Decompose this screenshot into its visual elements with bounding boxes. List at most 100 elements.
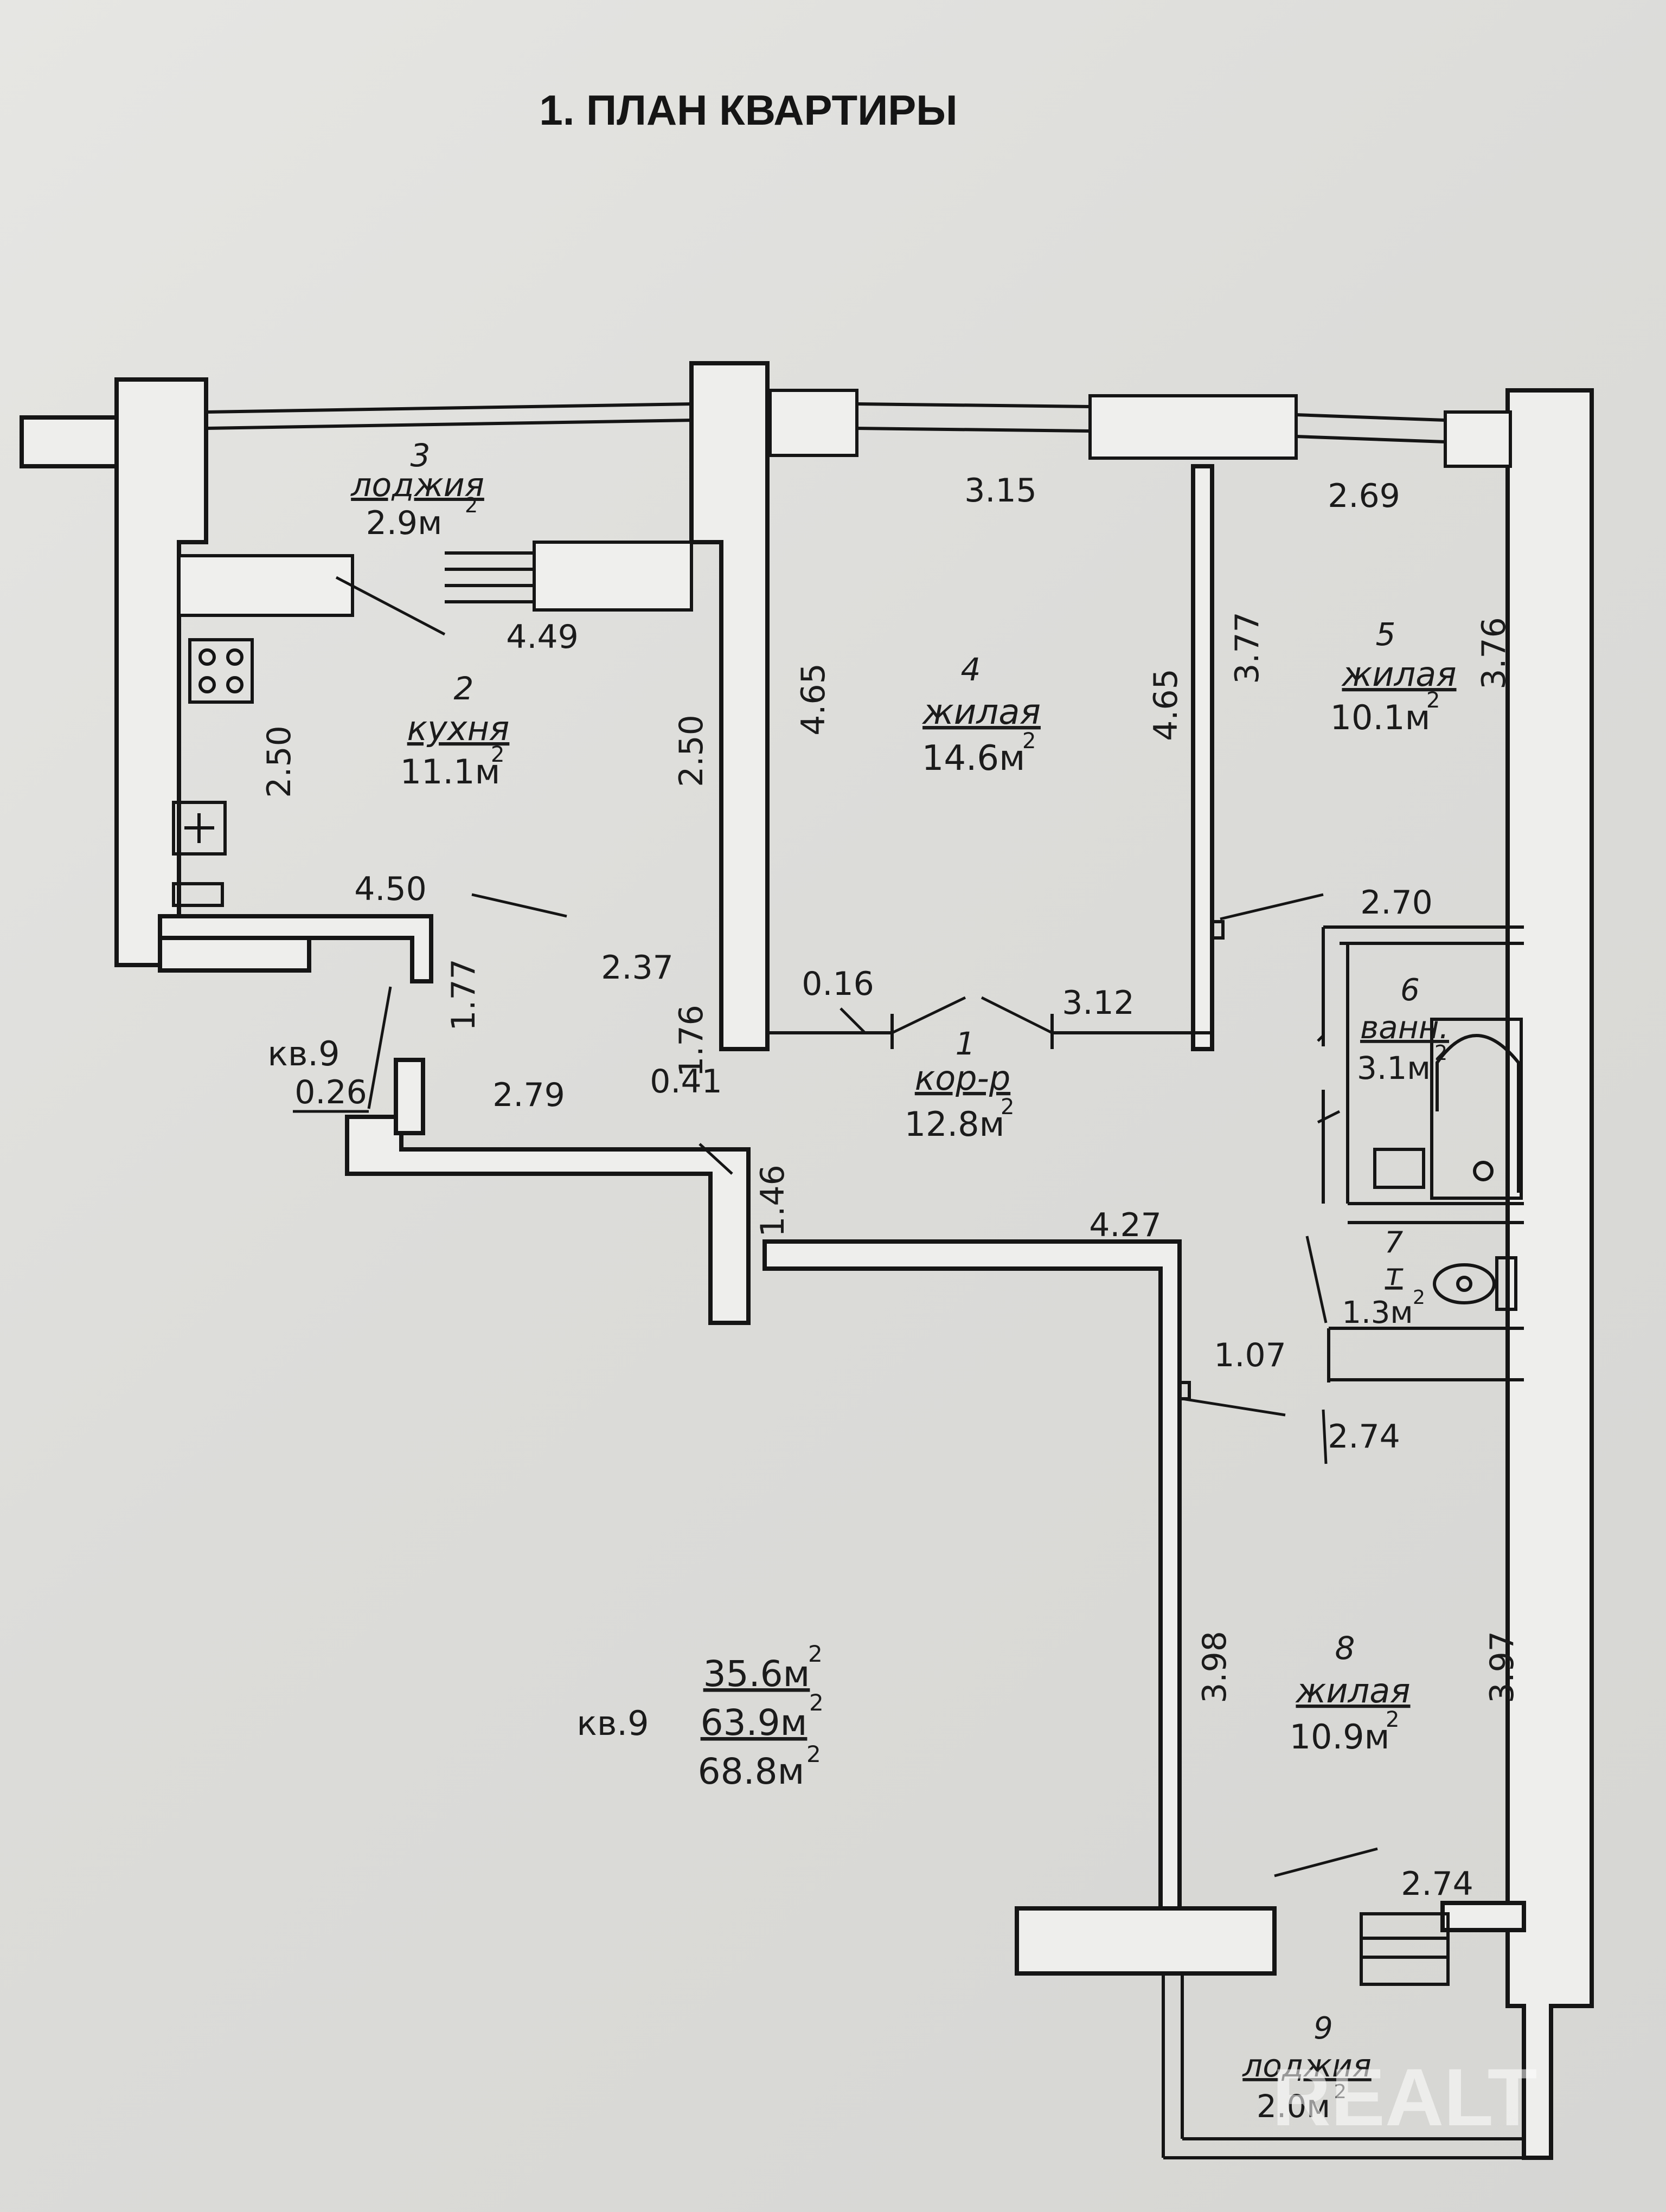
dim-2-50-left: 2.50 [260,725,298,798]
total-area: 63.9м [701,1702,808,1744]
window-living4 [768,389,858,457]
living4-area [766,458,1214,1051]
room-9-area-sup: 2 [1334,2081,1347,2103]
living5-area [1210,466,1524,940]
top-windows [206,389,1512,468]
room-8-name: жилая [1295,1671,1410,1711]
window-living5 [1444,410,1512,468]
bathroom-area [1305,927,1524,1382]
room-8-number: 8 [1335,1630,1355,1667]
dim-3-12: 3.12 [1062,984,1135,1022]
room-8-area-sup: 2 [1386,1707,1399,1732]
room-2-area: 11.1м [400,752,501,792]
structural-walls [20,361,1594,2160]
total-living-area-sup: 2 [808,1641,823,1667]
room-9-name: лоджия [1242,2047,1372,2084]
dim-1-77: 1.77 [445,959,483,1031]
bathtub-icon [1430,1018,1523,1200]
room-5-name: жилая [1341,654,1456,694]
living4-right-wall [1191,464,1214,1051]
total-living-area: 35.6м [703,1653,810,1695]
wall-corridor-lower-left-post [394,1058,425,1135]
dim-4-65-left: 4.65 [794,663,832,736]
wall-living8-bottom [1015,1906,1277,1976]
room-6-area-sup: 2 [1434,1041,1447,1065]
dim-3-97: 3.97 [1483,1631,1521,1703]
dim-2-50-right: 2.50 [672,715,710,787]
dim-0-26: 0.26 [294,1073,367,1111]
room-7-area-sup: 2 [1413,1287,1425,1309]
dim-4-50: 4.50 [354,870,427,908]
window-between-rooms [1088,394,1298,460]
room-4-number: 4 [961,651,981,688]
dim-0-41: 0.41 [650,1063,722,1101]
room-2-number: 2 [454,670,474,707]
room-1-area: 12.8м [905,1104,1005,1144]
toilet-icon [1495,1256,1517,1311]
room-1-area-sup: 2 [1001,1095,1014,1120]
dim-2-74-lower: 2.74 [1401,1865,1473,1903]
room-4-area-sup: 2 [1022,729,1036,754]
total-area-sup: 2 [809,1689,824,1716]
plan-title: 1. ПЛАН КВАРТИРЫ [539,86,957,134]
dim-1-46: 1.46 [754,1165,792,1237]
dim-4-49: 4.49 [506,618,579,656]
apartment-label-center: кв.9 [576,1703,649,1743]
room-9-number: 9 [1313,2011,1333,2046]
loggia9-door [1360,1912,1450,1986]
wall-left-stub [20,415,119,468]
room-2-area-sup: 2 [491,742,504,767]
room-5-area: 10.1м [1330,698,1431,737]
gross-area: 68.8м [698,1751,805,1792]
room-4-name: жилая [921,692,1041,732]
realt-watermark: REALT [1272,2052,1537,2143]
room-7-name: т [1385,1257,1404,1293]
dim-2-79: 2.79 [492,1076,565,1114]
room-5-number: 5 [1376,616,1396,653]
room-4-area: 14.6м [922,738,1026,779]
sink-icon [172,801,227,856]
living8-area [1162,1381,1524,2159]
wall-corridor-lower-left [345,1115,751,1325]
room-7-number: 7 [1385,1225,1403,1259]
room-9-area: 2.0м [1257,2088,1330,2125]
room-6-number: 6 [1400,973,1420,1008]
room-6-name: ванн. [1360,1009,1449,1046]
dim-3-76: 3.76 [1475,617,1513,690]
area-totals: 35.6м 2 63.9м 2 68.8м 2 [698,1641,824,1792]
room-3-area: 2.9м [366,504,443,542]
dim-2-70: 2.70 [1360,884,1433,922]
room-3-area-sup: 2 [465,493,478,517]
dim-2-69: 2.69 [1328,477,1400,515]
dim-3-77: 3.77 [1228,612,1266,684]
dim-1-76: 1.76 [672,1005,710,1077]
room-6-area: 3.1м [1357,1050,1431,1086]
wall-corridor-bottom [762,1239,1182,1924]
dim-4-27: 4.27 [1089,1206,1162,1244]
kitchen-area [172,541,723,918]
wall-kitchen-bottom-tail [158,936,311,973]
room-1-name: кор-р [915,1058,1010,1098]
apartment-label-left: кв.9 [267,1034,339,1073]
room-5-area-sup: 2 [1426,688,1440,713]
dim-4-65-right: 4.65 [1147,668,1185,741]
kitchen-window-left [177,554,354,617]
dim-2-74-upper: 2.74 [1328,1418,1400,1456]
wall-left-exterior [114,377,208,967]
room-8-area: 10.9м [1290,1717,1390,1757]
dim-3-15: 3.15 [964,472,1037,510]
kitchen-window-right [533,541,693,612]
wall-living8-bottom-right [1440,1901,1526,1932]
room-2-name: кухня [407,709,510,748]
washbasin-icon [1373,1148,1425,1189]
room-7-area: 1.3м [1342,1295,1413,1330]
dim-2-37: 2.37 [601,949,674,987]
room-3-name: лоджия [350,466,484,504]
dimension-labels: 4.49 2.50 2.50 3.15 2.69 4.65 4.65 3.77 … [260,472,1521,1903]
room-3-number: 3 [411,437,431,474]
gross-area-sup: 2 [806,1741,821,1767]
room-1-number: 1 [956,1025,976,1062]
wall-right-exterior [1505,388,1594,2160]
